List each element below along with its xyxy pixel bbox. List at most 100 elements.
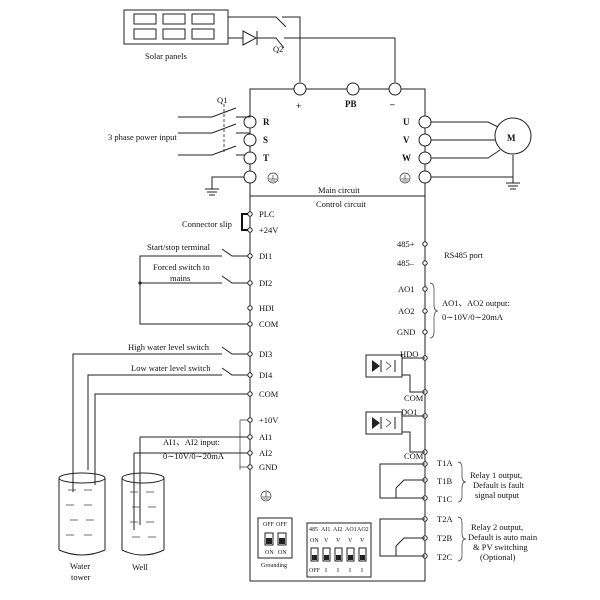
water-tower-tank bbox=[58, 472, 106, 556]
dip-ai1-v: V bbox=[324, 538, 329, 544]
rs485n-label: 485– bbox=[397, 258, 415, 268]
dip-ai2-i: I bbox=[337, 568, 339, 574]
grounding-label: Grounding bbox=[261, 563, 287, 569]
gnd-label: GND bbox=[259, 462, 277, 472]
dip-ai2-header: AI2 bbox=[333, 527, 342, 533]
inverter-enclosure bbox=[249, 88, 426, 582]
com-hdo-label: COM bbox=[404, 393, 424, 403]
do1-label: DO1 bbox=[401, 407, 418, 417]
control-ground-icon bbox=[260, 490, 272, 502]
relay2-label-2: Default is auto main bbox=[468, 532, 538, 542]
terminal-u bbox=[418, 115, 432, 129]
u-label: U bbox=[403, 117, 410, 127]
t-label: T bbox=[263, 153, 269, 163]
dip-ao1-v: V bbox=[348, 538, 353, 544]
motor-ground-icon bbox=[399, 172, 411, 184]
grounding-on-1: ON bbox=[265, 550, 274, 556]
ao1-label: AO1 bbox=[398, 284, 415, 294]
relay2-label-4: (Optional) bbox=[480, 552, 516, 562]
hdo-label: HDO bbox=[400, 349, 418, 359]
di1-label: DI1 bbox=[259, 251, 272, 261]
motor-external-ground-icon bbox=[506, 177, 520, 190]
grounding-dip-switch[interactable] bbox=[257, 517, 293, 559]
ai1-label: AI1 bbox=[259, 432, 272, 442]
power-input-label: 3 phase power input bbox=[108, 132, 177, 142]
main-circuit-label: Main circuit bbox=[318, 185, 360, 195]
ai-input-label-2: 0∼10V/0∼20mA bbox=[163, 451, 225, 461]
terminal-w bbox=[418, 151, 432, 165]
t1c-label: T1C bbox=[437, 494, 452, 504]
w-label: W bbox=[402, 153, 411, 163]
grounding-off-1: OFF bbox=[263, 522, 275, 528]
solar-panels-label: Solar panels bbox=[145, 51, 187, 61]
t1b-label: T1B bbox=[437, 476, 452, 486]
dip-ai1-i: I bbox=[325, 568, 327, 574]
ao-output-label-2: 0∼10V/0∼20mA bbox=[442, 312, 504, 322]
relay1-label-3: signal output bbox=[475, 490, 520, 500]
dip-ao1-header: AO1 bbox=[345, 527, 357, 533]
dip-ao2-i: I bbox=[361, 568, 363, 574]
dc-plus-label: + bbox=[296, 101, 301, 111]
t2a-label: T2A bbox=[437, 514, 453, 524]
ground-icon bbox=[267, 172, 279, 184]
com-do1-label: COM bbox=[404, 451, 424, 461]
r-label: R bbox=[263, 117, 270, 127]
t1a-label: T1A bbox=[437, 458, 453, 468]
dip-ao2-header: AO2 bbox=[357, 527, 369, 533]
signal-dip-switch[interactable] bbox=[306, 522, 372, 578]
motor-icon bbox=[494, 117, 532, 155]
terminal-s bbox=[243, 133, 257, 147]
ai2-label: AI2 bbox=[259, 448, 272, 458]
terminal-minus bbox=[388, 82, 402, 96]
rs485p-label: 485+ bbox=[397, 239, 415, 249]
dip-ai1-header: AI1 bbox=[321, 527, 330, 533]
grounding-off-2: OFF bbox=[276, 522, 288, 528]
start-stop-label: Start/stop terminal bbox=[147, 242, 211, 252]
high-level-label: High water level switch bbox=[128, 342, 210, 352]
p10v-label: +10V bbox=[259, 415, 279, 425]
ao2-label: AO2 bbox=[398, 306, 415, 316]
diode-icon bbox=[242, 30, 258, 46]
di3-label: DI3 bbox=[259, 349, 272, 359]
dip-ao1-i: I bbox=[349, 568, 351, 574]
low-level-label: Low water level switch bbox=[131, 363, 211, 373]
motor-label: M bbox=[507, 133, 516, 143]
p24v-label: +24V bbox=[259, 225, 279, 235]
q2-label: Q2 bbox=[273, 44, 283, 54]
relay2-label-1: Relay 2 output, bbox=[471, 522, 523, 532]
well-label: Well bbox=[132, 562, 148, 572]
terminal-v bbox=[418, 133, 432, 147]
terminal-r bbox=[243, 115, 257, 129]
di2-label: DI2 bbox=[259, 278, 272, 288]
com1-label: COM bbox=[259, 319, 279, 329]
control-circuit-label: Control circuit bbox=[316, 199, 366, 209]
right-terminal-block bbox=[422, 241, 428, 559]
q1-label: Q1 bbox=[217, 95, 227, 105]
ao-output-label-1: AO1、AO2 output: bbox=[442, 298, 510, 308]
relay2-label-3: & PV switching bbox=[473, 542, 528, 552]
terminal-pb bbox=[346, 82, 360, 96]
grounding-on-2: ON bbox=[278, 550, 287, 556]
forced-switch-label-2: mains bbox=[170, 273, 190, 283]
dip-485-header: 485 bbox=[309, 527, 318, 533]
gnd-right-label: GND bbox=[397, 327, 415, 337]
solar-panel-array bbox=[123, 9, 229, 45]
rs485-port-label: RS485 port bbox=[444, 250, 484, 260]
terminal-plus bbox=[293, 82, 307, 96]
di4-label: DI4 bbox=[259, 370, 273, 380]
s-label: S bbox=[263, 135, 268, 145]
water-tower-label-2: tower bbox=[71, 572, 91, 582]
dc-pb-label: PB bbox=[345, 99, 357, 109]
terminal-motor-pe bbox=[418, 170, 432, 184]
t2c-label: T2C bbox=[437, 552, 452, 562]
external-ground-icon bbox=[205, 188, 219, 196]
connector-slip-label: Connector slip bbox=[182, 219, 232, 229]
dip-485-on: ON bbox=[310, 538, 319, 544]
forced-switch-label-1: Forced switch to bbox=[153, 262, 210, 272]
relay1-label-1: Relay 1 output, bbox=[470, 470, 522, 480]
do1-optocoupler-icon bbox=[365, 411, 403, 435]
dip-485-off: OFF bbox=[309, 568, 321, 574]
plc-label: PLC bbox=[259, 209, 275, 219]
